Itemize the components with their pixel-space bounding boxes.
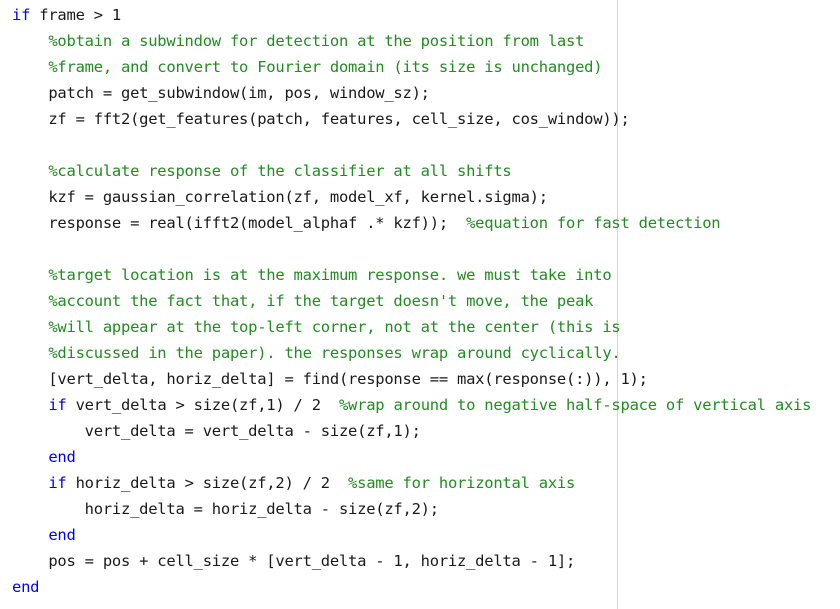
- code-line[interactable]: %calculate response of the classifier at…: [12, 158, 811, 184]
- code-token: [12, 318, 48, 336]
- code-line[interactable]: kzf = gaussian_correlation(zf, model_xf,…: [12, 184, 811, 210]
- keyword-token: end: [48, 448, 76, 466]
- keyword-token: end: [12, 578, 40, 596]
- keyword-token: if: [48, 474, 67, 492]
- comment-token: %obtain a subwindow for detection at the…: [48, 32, 585, 50]
- code-line[interactable]: patch = get_subwindow(im, pos, window_sz…: [12, 80, 811, 106]
- comment-token: %discussed in the paper). the responses …: [48, 344, 621, 362]
- code-line[interactable]: zf = fft2(get_features(patch, features, …: [12, 106, 811, 132]
- code-token: [12, 292, 48, 310]
- keyword-token: if: [48, 396, 67, 414]
- code-token: vert_delta = vert_delta - size(zf,1);: [12, 422, 421, 440]
- comment-token: %calculate response of the classifier at…: [48, 162, 512, 180]
- code-token: zf = fft2(get_features(patch, features, …: [12, 110, 630, 128]
- keyword-token: end: [48, 526, 76, 544]
- code-token: [12, 448, 48, 466]
- code-line[interactable]: pos = pos + cell_size * [vert_delta - 1,…: [12, 548, 811, 574]
- code-token: [12, 58, 48, 76]
- comment-token: %account the fact that, if the target do…: [48, 292, 594, 310]
- code-token: [12, 474, 48, 492]
- code-line[interactable]: vert_delta = vert_delta - size(zf,1);: [12, 418, 811, 444]
- code-token: [12, 526, 48, 544]
- code-token: patch = get_subwindow(im, pos, window_sz…: [12, 84, 430, 102]
- code-line[interactable]: %obtain a subwindow for detection at the…: [12, 28, 811, 54]
- code-line[interactable]: end: [12, 444, 811, 470]
- code-line[interactable]: %frame, and convert to Fourier domain (i…: [12, 54, 811, 80]
- code-token: pos = pos + cell_size * [vert_delta - 1,…: [12, 552, 576, 570]
- code-line[interactable]: horiz_delta = horiz_delta - size(zf,2);: [12, 496, 811, 522]
- comment-token: %frame, and convert to Fourier domain (i…: [48, 58, 603, 76]
- code-line[interactable]: [vert_delta, horiz_delta] = find(respons…: [12, 366, 811, 392]
- code-token: [12, 32, 48, 50]
- code-token: [12, 162, 48, 180]
- code-token: [vert_delta, horiz_delta] = find(respons…: [12, 370, 648, 388]
- code-line[interactable]: response = real(ifft2(model_alphaf .* kz…: [12, 210, 811, 236]
- code-line[interactable]: end: [12, 522, 811, 548]
- comment-token: %same for horizontal axis: [348, 474, 576, 492]
- code-token: horiz_delta = horiz_delta - size(zf,2);: [12, 500, 439, 518]
- code-token: vert_delta > size(zf,1) / 2: [66, 396, 339, 414]
- code-line[interactable]: %target location is at the maximum respo…: [12, 262, 811, 288]
- code-line[interactable]: %account the fact that, if the target do…: [12, 288, 811, 314]
- code-line[interactable]: end: [12, 574, 811, 600]
- code-line[interactable]: if vert_delta > size(zf,1) / 2 %wrap aro…: [12, 392, 811, 418]
- code-line[interactable]: [12, 132, 811, 158]
- comment-token: %wrap around to negative half-space of v…: [338, 396, 812, 414]
- keyword-token: if: [12, 6, 31, 24]
- code-token: [12, 266, 48, 284]
- code-line[interactable]: if horiz_delta > size(zf,2) / 2 %same fo…: [12, 470, 811, 496]
- code-token: response = real(ifft2(model_alphaf .* kz…: [12, 214, 467, 232]
- code-line[interactable]: %will appear at the top-left corner, not…: [12, 314, 811, 340]
- code-token: horiz_delta > size(zf,2) / 2: [66, 474, 349, 492]
- code-token: kzf = gaussian_correlation(zf, model_xf,…: [12, 188, 548, 206]
- code-area[interactable]: if frame > 1 %obtain a subwindow for det…: [12, 2, 811, 600]
- code-token: [12, 396, 48, 414]
- code-line[interactable]: %discussed in the paper). the responses …: [12, 340, 811, 366]
- code-token: [12, 344, 48, 362]
- code-line[interactable]: if frame > 1: [12, 2, 811, 28]
- right-margin-line: [617, 0, 618, 609]
- code-line[interactable]: [12, 236, 811, 262]
- comment-token: %equation for fast detection: [466, 214, 721, 232]
- code-token: frame > 1: [30, 6, 121, 24]
- comment-token: %target location is at the maximum respo…: [48, 266, 612, 284]
- comment-token: %will appear at the top-left corner, not…: [48, 318, 621, 336]
